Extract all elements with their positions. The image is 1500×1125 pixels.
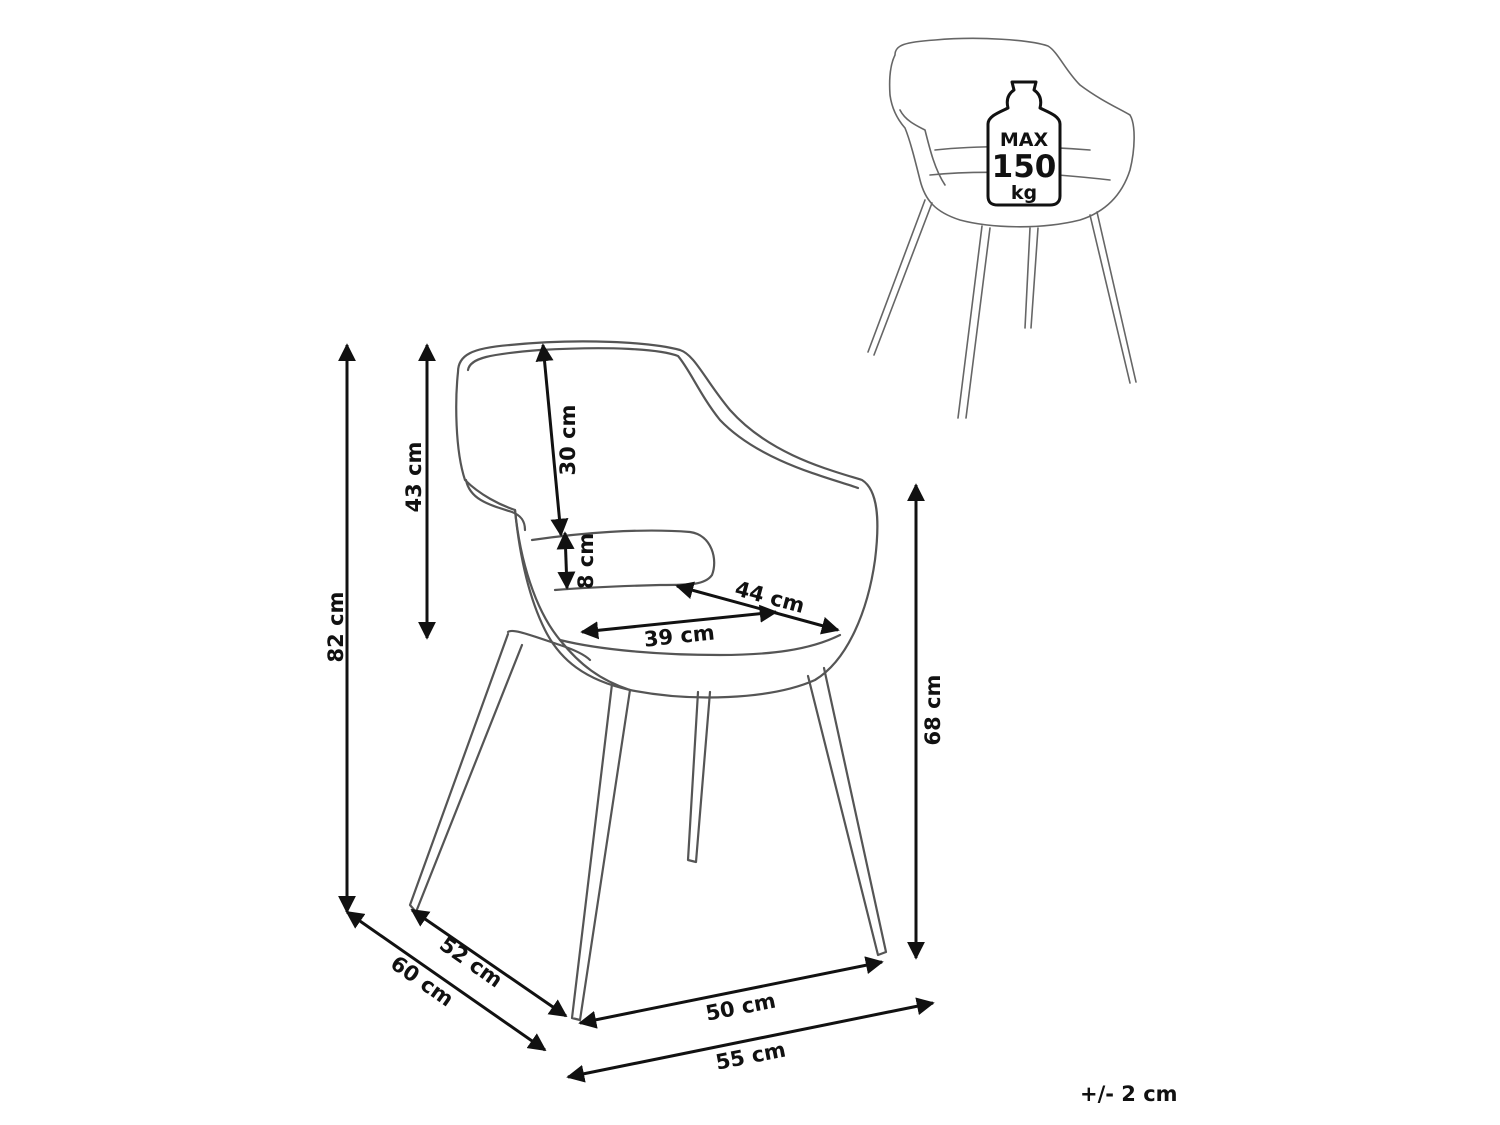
small-chair-inner-rim bbox=[899, 109, 946, 186]
chair-leg-back-left bbox=[408, 632, 524, 914]
dimension-lines bbox=[338, 343, 935, 1083]
small-chair-legs bbox=[867, 199, 1137, 419]
weight-badge-line1: MAX bbox=[1000, 129, 1049, 151]
dim-line-total-depth bbox=[345, 910, 547, 1052]
tolerance-note: +/- 2 cm bbox=[1080, 1082, 1178, 1106]
weight-badge-line3: kg bbox=[1011, 182, 1037, 204]
dim-line-backrest-inner bbox=[535, 343, 569, 537]
label-backrest-opening: 8 cm bbox=[574, 533, 598, 589]
small-chair-illustration: MAX 150 kg bbox=[867, 37, 1137, 419]
chair-leg-front-left bbox=[570, 682, 632, 1022]
dimension-labels: 82 cm 43 cm 30 cm 8 cm 44 cm 39 cm 68 cm… bbox=[324, 405, 945, 1075]
small-chair-shell bbox=[888, 37, 1135, 228]
dim-line-total-width bbox=[566, 997, 935, 1083]
label-total-width: 55 cm bbox=[714, 1038, 788, 1075]
weight-badge-line2: 150 bbox=[992, 149, 1057, 185]
chair-leg-back-right bbox=[686, 690, 712, 864]
label-seat-height: 68 cm bbox=[921, 675, 945, 746]
label-backrest-inner: 30 cm bbox=[556, 405, 580, 476]
chair-leg-front-right bbox=[806, 666, 888, 957]
label-backrest-height: 43 cm bbox=[402, 442, 426, 513]
dim-line-backrest-opening bbox=[556, 531, 576, 590]
weight-badge-shape bbox=[986, 80, 1062, 207]
chair-seat-front-edge bbox=[558, 633, 842, 657]
chair-underside-lip bbox=[506, 629, 592, 662]
weight-badge: MAX 150 kg bbox=[986, 80, 1062, 207]
chair-left-arm-edge bbox=[464, 478, 527, 532]
main-chair-illustration bbox=[408, 340, 888, 1022]
label-total-height: 82 cm bbox=[324, 592, 348, 663]
chair-shell-side-edge bbox=[513, 508, 632, 692]
label-base-width: 50 cm bbox=[704, 989, 778, 1026]
chair-backrest-inner-rim bbox=[466, 347, 860, 490]
dim-line-seat-width bbox=[580, 604, 778, 640]
chair-backrest-cutout bbox=[530, 529, 716, 592]
